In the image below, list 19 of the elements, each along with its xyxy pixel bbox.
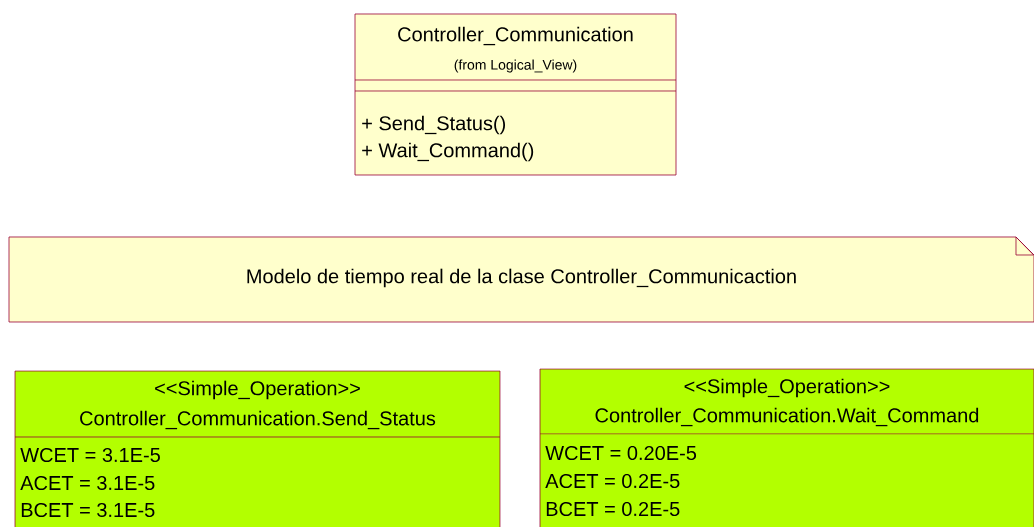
note-text: Modelo de tiempo real de la clase Controller_Communicaction bbox=[247, 268, 796, 288]
stereotype-text: <<Simple_Operation>> bbox=[684, 378, 890, 398]
operation-name: Controller_Communication.Wait_Command bbox=[595, 407, 979, 427]
attribute-text: BCET = 3.1E-5 bbox=[21, 502, 155, 518]
operation-name: Controller_Communication.Send_Status bbox=[80, 410, 436, 430]
note-box bbox=[8, 236, 1034, 323]
attribute-text: BCET = 0.2E-5 bbox=[546, 501, 680, 517]
operation-box bbox=[539, 368, 1034, 527]
attribute-text: ACET = 0.2E-5 bbox=[545, 473, 680, 489]
attribute-text: WCET = 0.20E-5 bbox=[545, 445, 697, 461]
operation-box bbox=[14, 370, 501, 527]
operation-text: + Wait_Command() bbox=[362, 142, 534, 162]
attribute-text: ACET = 3.1E-5 bbox=[20, 475, 155, 491]
class-box bbox=[354, 13, 677, 176]
attribute-text: WCET = 3.1E-5 bbox=[20, 447, 160, 463]
class-name: Controller_Communication bbox=[398, 26, 633, 46]
stereotype-text: <<Simple_Operation>> bbox=[155, 380, 360, 400]
operation-text: + Send_Status() bbox=[362, 115, 506, 135]
package-note: (from Logical_View) bbox=[454, 59, 577, 73]
